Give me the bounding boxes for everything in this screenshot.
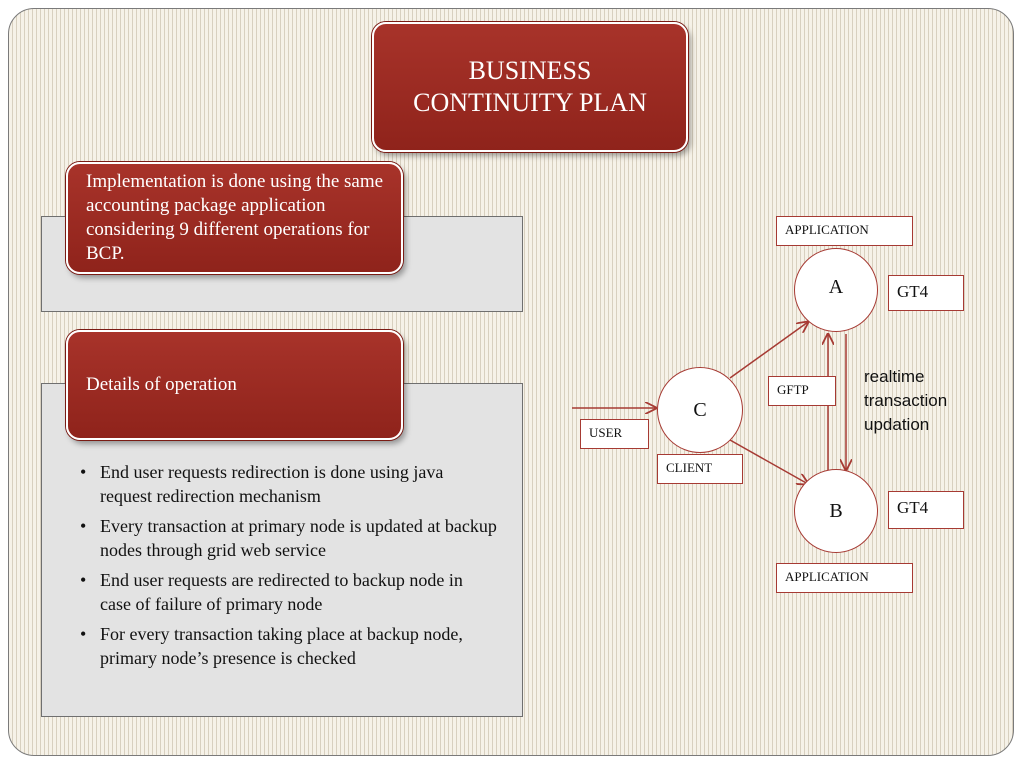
client-to-a-arrow [729,322,808,379]
realtime-note-line-3: updation [864,415,930,434]
node-b: B [794,469,878,553]
operation-details-list: End user requests redirection is done us… [78,460,498,676]
client-to-b-arrow [729,439,808,484]
node-c: C [657,367,743,453]
implementation-box: Implementation is done using the same ac… [66,162,403,274]
title-box: BUSINESS CONTINUITY PLAN [372,22,688,152]
user-label: USER [580,419,649,449]
page-title: BUSINESS CONTINUITY PLAN [413,55,647,119]
gt4-label-bottom: GT4 [888,491,964,529]
implementation-text: Implementation is done using the same ac… [86,171,384,264]
node-a: A [794,248,878,332]
application-label-bottom: APPLICATION [776,563,913,593]
list-item: Every transaction at primary node is upd… [78,514,498,562]
node-b-label: B [829,499,843,522]
realtime-note: realtime transaction updation [864,365,947,437]
application-label-top: APPLICATION [776,216,913,246]
gftp-label: GFTP [768,376,836,406]
title-line-1: BUSINESS [468,56,592,85]
node-c-label: C [693,398,707,421]
title-line-2: CONTINUITY PLAN [413,88,647,117]
realtime-note-line-2: transaction [864,391,948,410]
realtime-note-line-1: realtime [864,367,925,386]
client-label: CLIENT [657,454,743,484]
list-item: End user requests redirection is done us… [78,460,498,508]
list-item: End user requests are redirected to back… [78,568,498,616]
gt4-label-top: GT4 [888,275,964,311]
list-item: For every transaction taking place at ba… [78,622,498,670]
details-heading-box: Details of operation [66,330,403,440]
node-a-label: A [828,275,844,298]
details-heading: Details of operation [86,374,237,395]
